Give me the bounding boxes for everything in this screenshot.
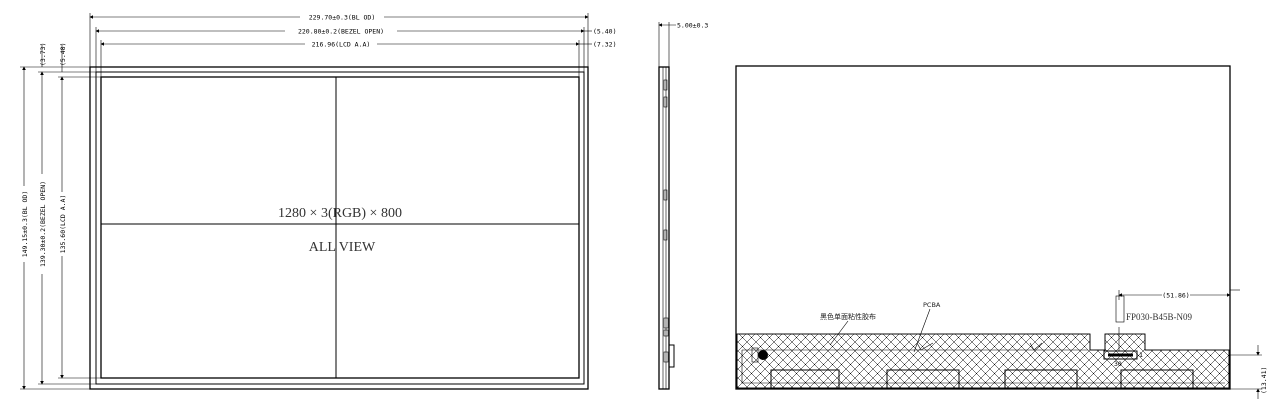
back-view: 1 30 FP030-B45B-N09 (51.86) (13.41) 黑色单面… — [735, 65, 1268, 399]
dim-width-bezel-open: 220.80±0.2(BEZEL OPEN) — [298, 28, 384, 36]
back-connector — [1103, 350, 1138, 360]
front-outline-bl-od — [89, 66, 589, 390]
dim-offset-right-2: (7.32) — [593, 41, 616, 49]
dim-offset-top-2: (5.48) — [59, 43, 67, 66]
back-ground-dot — [758, 350, 768, 360]
dim-connector-height: (13.41) — [1260, 367, 1268, 394]
view-angle-label: ALL VIEW — [309, 240, 376, 255]
back-component-1 — [770, 369, 840, 389]
side-view: 5.00±0.3 — [658, 22, 708, 390]
front-outline-bezel-open — [95, 71, 585, 385]
connector-pin-1: 1 — [1139, 351, 1143, 359]
front-outline-lcd-aa — [100, 76, 580, 379]
connector-pin-30: 30 — [1114, 360, 1122, 368]
dim-width-bl-od: 229.70±0.3(BL OD) — [309, 14, 376, 22]
dim-offset-right-1: (5.40) — [593, 28, 616, 36]
front-view: 1280 × 3(RGB) × 800 ALL VIEW 229.70±0.3(… — [19, 12, 616, 390]
side-fpc-bump — [668, 344, 675, 368]
connector-part-label: FP030-B45B-N09 — [1126, 312, 1193, 322]
back-outline — [735, 65, 1231, 390]
dim-height-lcd-aa: 135.60(LCD A.A) — [59, 195, 67, 254]
dim-thickness: 5.00±0.3 — [677, 22, 708, 30]
resolution-label: 1280 × 3(RGB) × 800 — [278, 206, 402, 221]
dim-connector-offset: (51.86) — [1162, 292, 1189, 300]
back-component-2 — [886, 369, 960, 389]
dim-height-bezel-open: 139.30±0.2(BEZEL OPEN) — [39, 181, 47, 267]
dim-height-bl-od: 149.15±0.3(BL OD) — [21, 191, 29, 258]
pcba-label: PCBA — [923, 301, 941, 309]
back-tape-band — [736, 333, 1230, 389]
dim-offset-top-1: (3.73) — [39, 43, 47, 66]
tape-label: 黑色单面粘性胶布 — [820, 312, 876, 321]
dim-width-lcd-aa: 216.96(LCD A.A) — [312, 41, 371, 49]
back-component-4 — [1120, 369, 1194, 389]
side-outline — [658, 66, 670, 390]
back-component-3 — [1004, 369, 1078, 389]
